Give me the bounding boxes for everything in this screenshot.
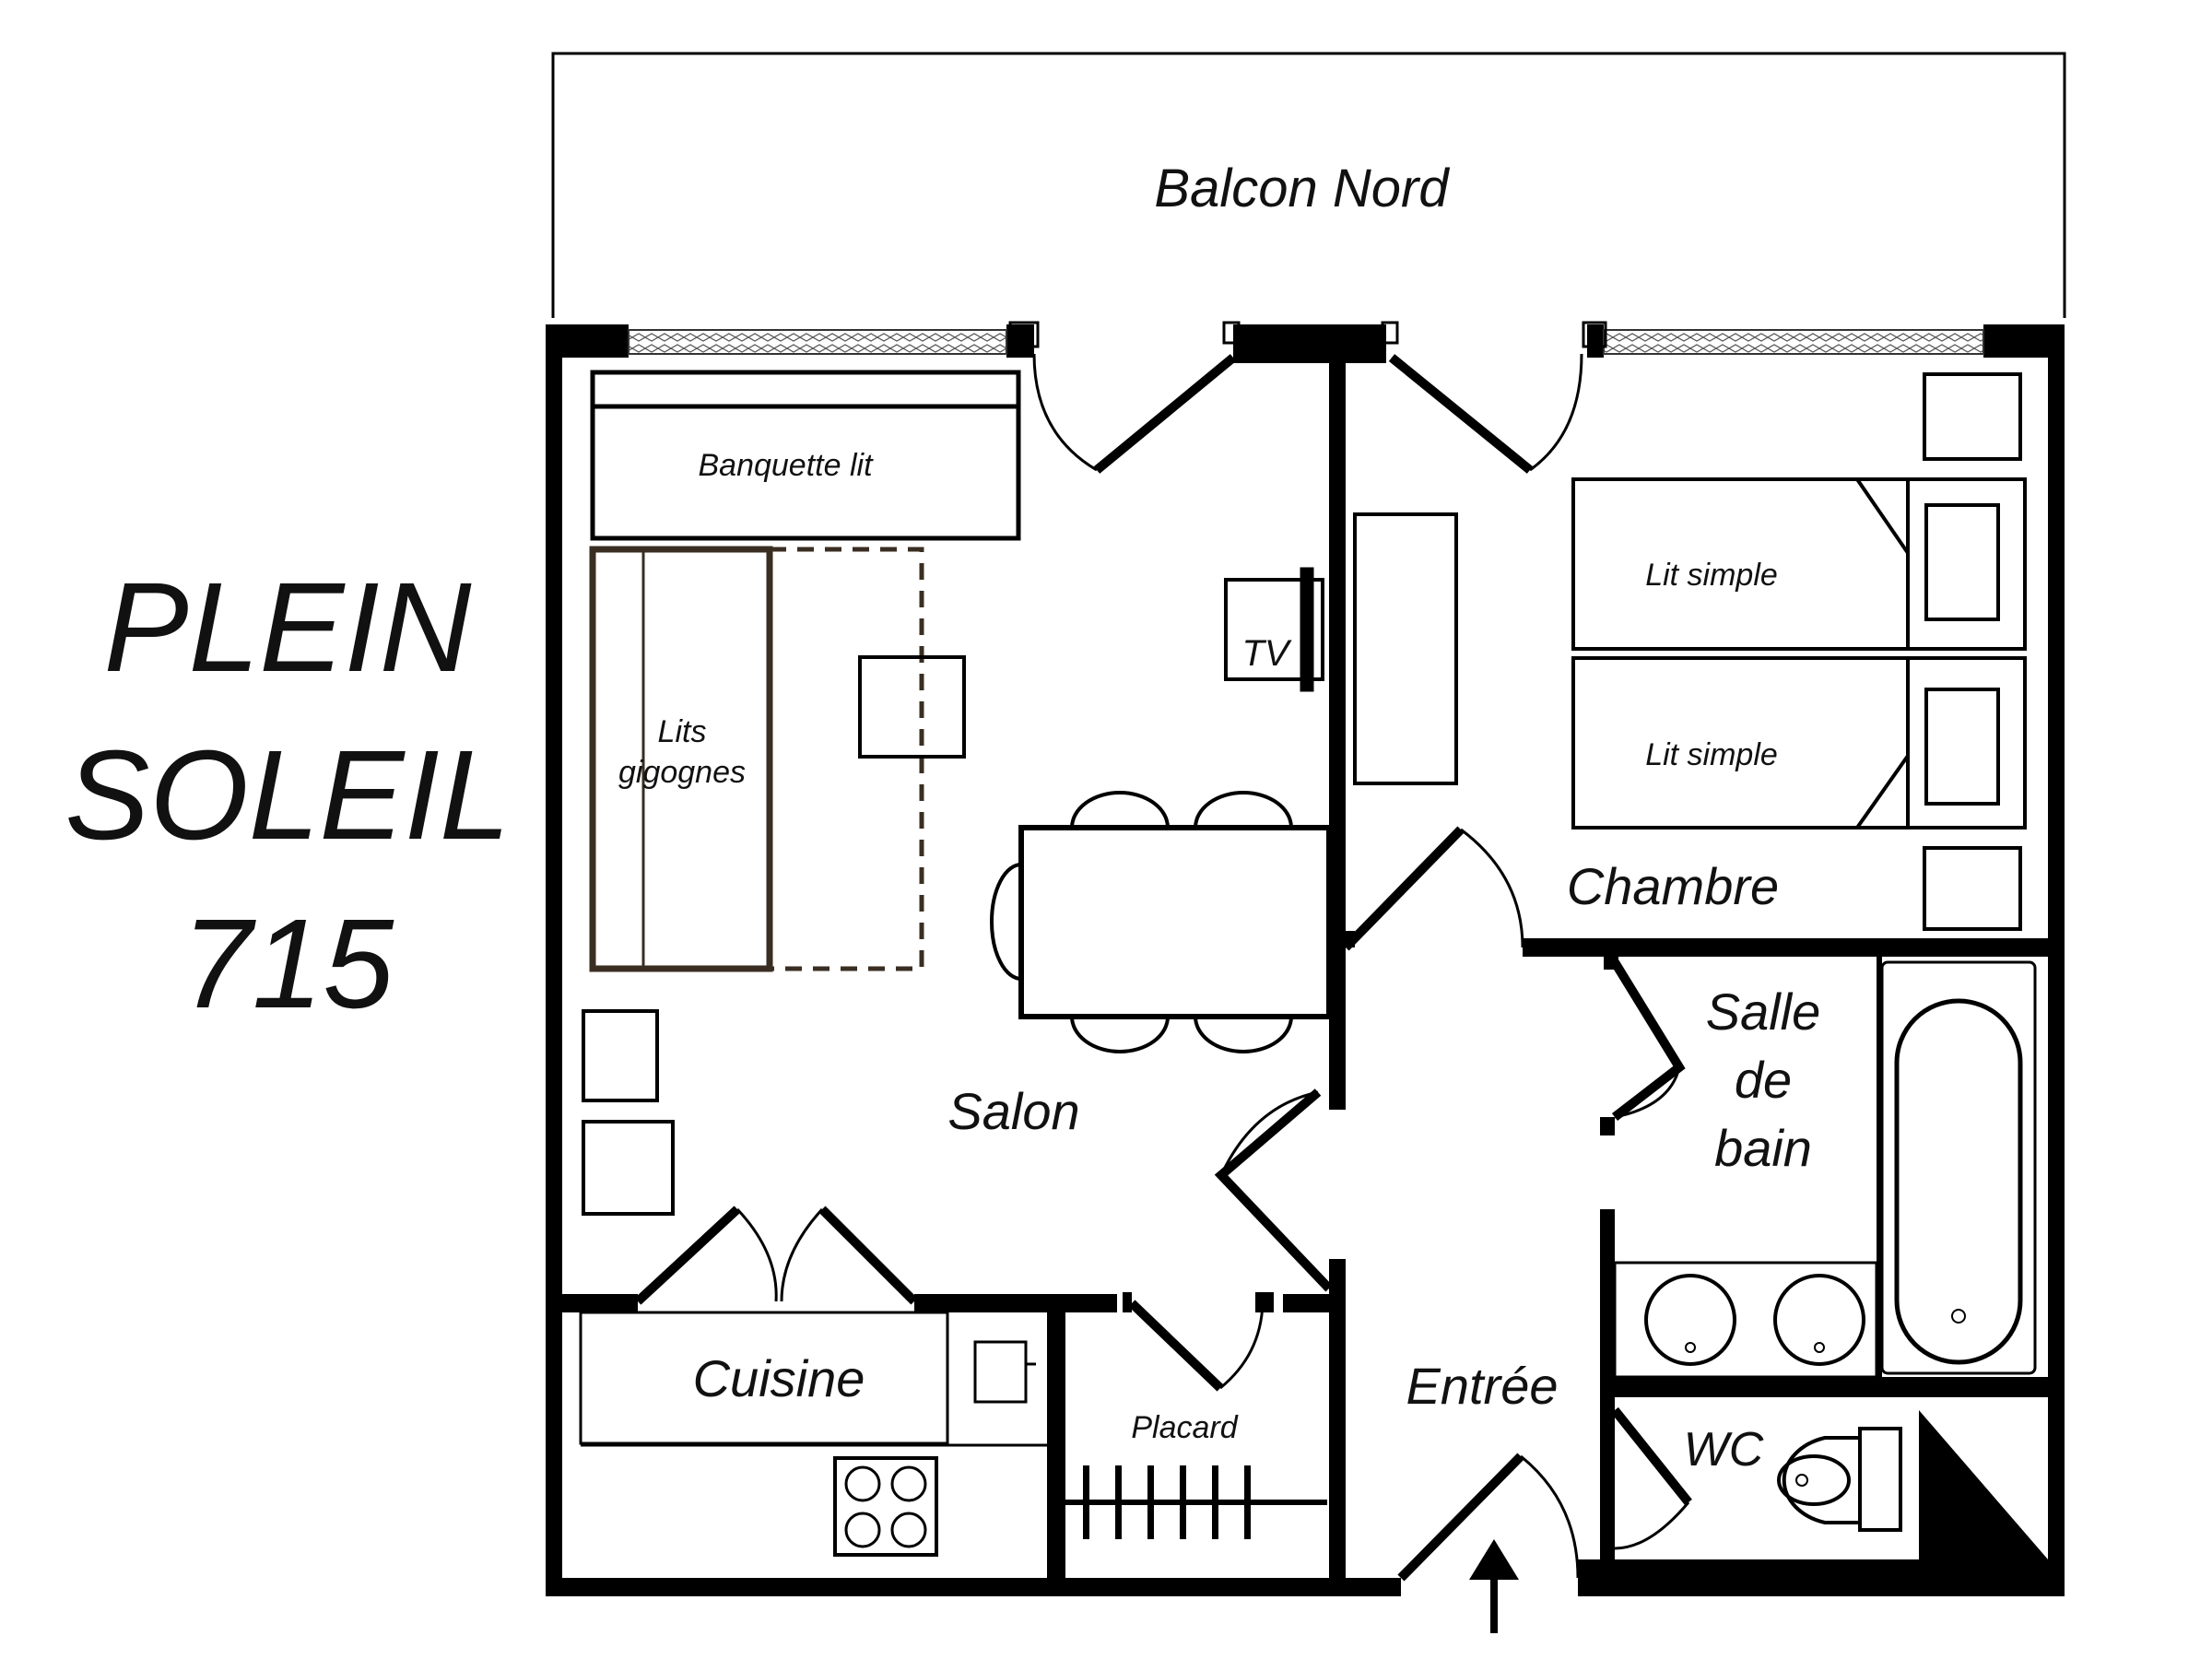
bathroom-fixtures [1613, 960, 2037, 1379]
balcony-label: Balcon Nord [1154, 159, 1450, 218]
room-labels: Banquette lit Lits gigognes TV Lit simpl… [618, 448, 1820, 1477]
outer-walls [546, 324, 2065, 1596]
interior-walls [562, 363, 2057, 1596]
cuisine-label: Cuisine [693, 1349, 865, 1407]
sink-right [1773, 1274, 1865, 1366]
wardrobe [1353, 512, 1458, 785]
balcony-doors [1032, 353, 1583, 474]
lits-gigognes [589, 546, 773, 972]
windows [628, 321, 1984, 355]
window-chambre [1603, 329, 1984, 355]
salon-label: Salon [947, 1082, 1079, 1140]
entry-arrow-icon [1469, 1539, 1519, 1633]
coffee-table [858, 655, 966, 759]
wc-fixtures [1777, 1410, 2048, 1559]
lit-simple-2-label: Lit simple [1645, 737, 1778, 772]
balcony: Balcon Nord [551, 52, 2066, 318]
dining-set [990, 791, 1332, 1053]
cooktop [833, 1456, 938, 1557]
banquette-label: Banquette lit [698, 448, 874, 483]
tv-icon [1300, 567, 1314, 692]
apartment-title: PLEIN SOLEIL 715 [65, 557, 510, 1035]
nightstand-top [1923, 372, 2022, 461]
sink-left [1644, 1274, 1736, 1366]
lit-simple-1-label: Lit simple [1645, 558, 1778, 593]
dining-table [1018, 825, 1332, 1019]
entree-label: Entrée [1406, 1357, 1559, 1415]
title-line-2: SOLEIL [65, 724, 510, 866]
lits-label-line-1: Lits [658, 714, 707, 749]
bathtub [1880, 960, 2037, 1375]
chambre-furniture [1353, 372, 2027, 931]
banquette-lit [590, 370, 1021, 541]
fridge [973, 1340, 1028, 1404]
wc-label: WC [1684, 1423, 1764, 1477]
nightstand-bottom [1923, 846, 2022, 931]
placard-rail [1065, 1465, 1327, 1539]
chambre-label: Chambre [1567, 857, 1779, 915]
salle-label-line-3: bain [1714, 1119, 1812, 1177]
toilet-tank [1858, 1427, 1902, 1532]
salon-shelf-1 [582, 1009, 659, 1102]
window-salon [628, 329, 1007, 355]
lits-gigognes-pullout [767, 547, 924, 971]
lit-simple-1 [1571, 477, 2027, 651]
title-line-3: 715 [182, 893, 394, 1035]
tv-label: TV [1241, 633, 1291, 674]
salle-label-line-2: de [1735, 1051, 1792, 1109]
title-line-1: PLEIN [104, 557, 472, 699]
placard-label: Placard [1131, 1410, 1238, 1445]
salon-shelf-2 [582, 1120, 675, 1216]
lits-label-line-2: gigognes [618, 755, 746, 790]
salle-label-line-1: Salle [1706, 982, 1821, 1041]
tv-stand [1224, 578, 1324, 681]
lit-simple-2 [1571, 656, 2027, 830]
vanity [1613, 1261, 1878, 1379]
salon-furniture [582, 370, 1324, 1216]
kitchen-counter [579, 1311, 949, 1445]
kitchen-furniture [579, 1311, 1047, 1557]
interior-doors [634, 826, 1692, 1582]
